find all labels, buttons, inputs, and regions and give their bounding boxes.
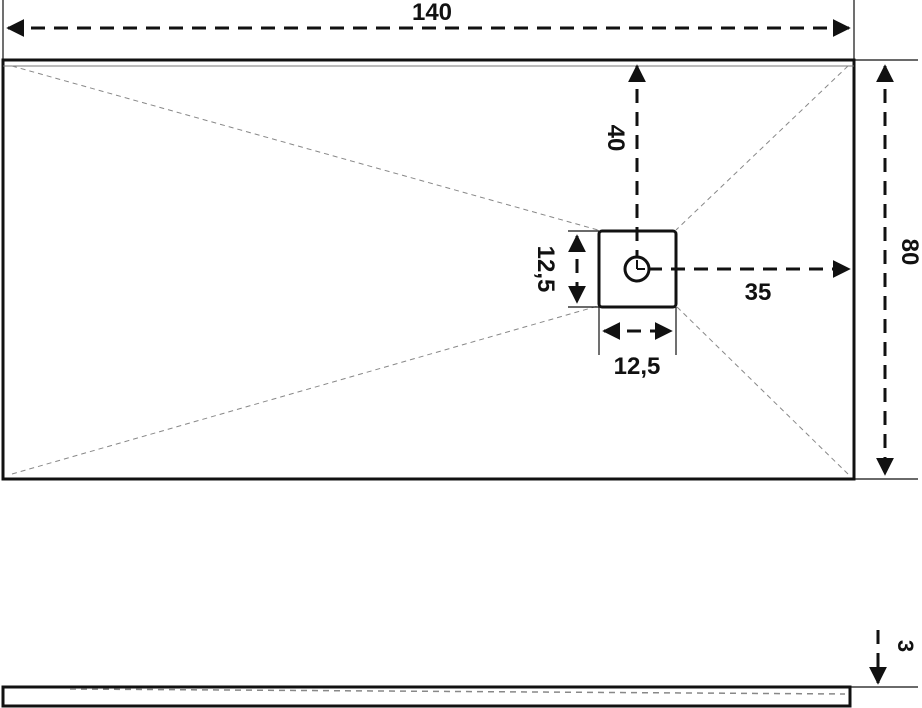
dimension-drain-height: 12,5	[532, 230, 599, 308]
width-label: 80	[896, 239, 922, 266]
side-view: 3	[1, 630, 918, 708]
dimension-width: 80	[854, 59, 922, 480]
dimension-drain-width: 12,5	[598, 307, 677, 380]
side-slope-line	[69, 688, 846, 695]
drain-width-label: 12,5	[614, 353, 661, 380]
drain-height-label: 12,5	[532, 246, 559, 293]
dimension-length: 140	[2, 0, 855, 60]
top-view: 140 80 40 35 12,5	[1, 0, 922, 481]
slope-lines	[11, 65, 849, 475]
dimension-drain-top-offset: 40	[602, 64, 646, 258]
thickness-label: 3	[893, 640, 918, 652]
dimension-drain-right-offset: 35	[648, 260, 851, 306]
tray-side-profile	[1, 685, 852, 708]
length-label: 140	[412, 0, 452, 26]
drain-right-offset-label: 35	[745, 279, 772, 306]
drain	[597, 229, 678, 309]
drain-top-offset-label: 40	[602, 125, 629, 152]
tray-outline	[1, 58, 856, 481]
